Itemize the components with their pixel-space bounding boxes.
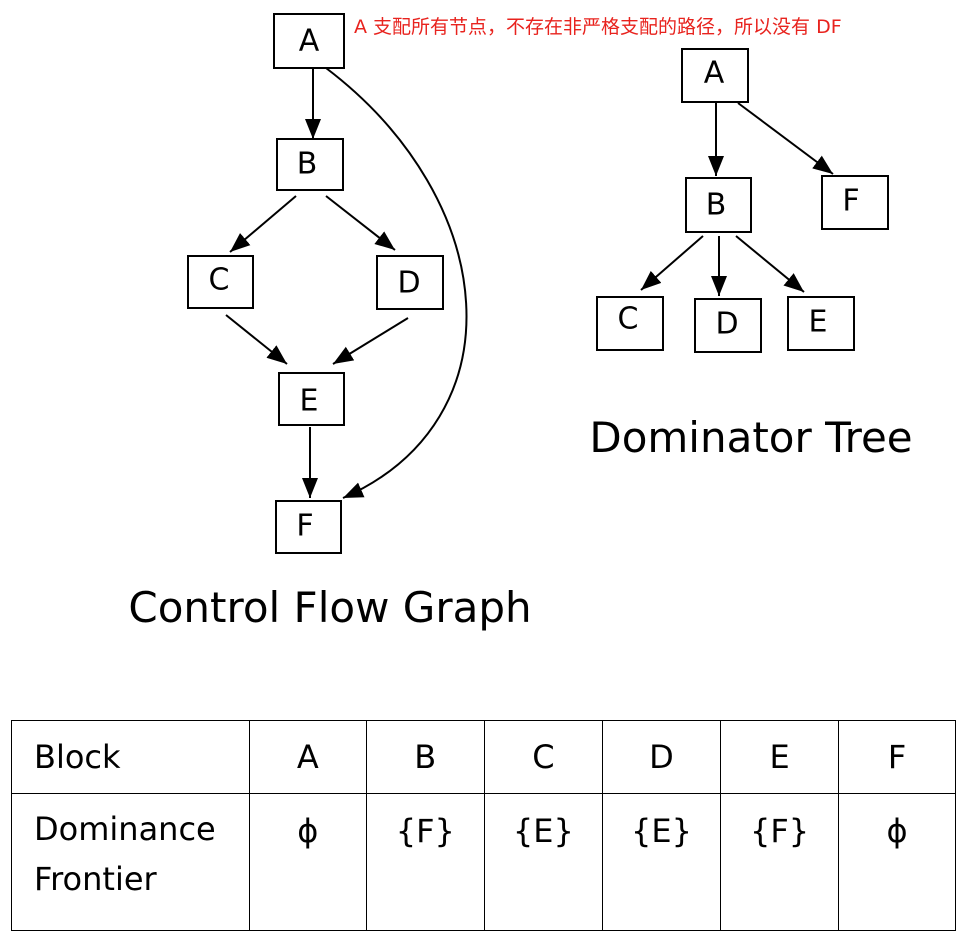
- tree-node-c-label: C: [618, 302, 639, 337]
- cfg-node-c-label: C: [209, 263, 230, 298]
- frontier-cell-e: {F}: [720, 793, 840, 931]
- control-flow-graph: A B C D E F Control Flow Graph: [128, 13, 532, 632]
- block-cell-e: E: [720, 720, 840, 794]
- cfg-node-c: C: [187, 255, 254, 309]
- cfg-node-f-label: F: [296, 509, 313, 544]
- block-cell-d: D: [601, 720, 722, 794]
- cfg-edge-d-e: [332, 317, 409, 365]
- block-cell-f: F: [838, 720, 956, 794]
- cfg-edge-c-e: [225, 314, 288, 365]
- cfg-node-a-label: A: [299, 24, 320, 59]
- cfg-node-d-label: D: [397, 266, 420, 301]
- frontier-row-header-line2: Frontier: [34, 860, 157, 898]
- frontier-cell-a: ϕ: [248, 793, 367, 931]
- cfg-caption: Control Flow Graph: [128, 583, 531, 632]
- tree-node-b: B: [685, 177, 752, 233]
- cfg-node-e: E: [278, 372, 345, 426]
- tree-caption: Dominator Tree: [589, 413, 912, 462]
- block-cell-c: C: [483, 720, 603, 794]
- frontier-cell-b: {F}: [365, 793, 485, 931]
- block-cell-a: A: [248, 720, 367, 794]
- cfg-edge-b-d: [325, 195, 396, 251]
- cfg-node-a: A: [273, 13, 345, 69]
- cfg-node-e-label: E: [300, 384, 319, 419]
- tree-edge-b-c: [640, 235, 704, 291]
- frontier-cell-c: {E}: [483, 793, 603, 931]
- annotation-note: A 支配所有节点，不存在非严格支配的路径，所以没有 DF: [354, 16, 842, 38]
- tree-node-f-label: F: [842, 184, 859, 219]
- cfg-edge-a-f: [325, 67, 468, 499]
- tree-node-c: C: [596, 296, 664, 351]
- frontier-cell-f: ϕ: [838, 793, 956, 931]
- tree-edge-a-f: [737, 102, 834, 175]
- table-row-block: Block A B C D E F: [11, 720, 956, 794]
- dominance-diagram: A 支配所有节点，不存在非严格支配的路径，所以没有 DF A B C D: [128, 13, 913, 632]
- cfg-node-b: B: [276, 138, 344, 191]
- cfg-node-b-label: B: [297, 147, 318, 182]
- cfg-node-f: F: [275, 500, 342, 554]
- tree-node-a-label: A: [704, 56, 725, 91]
- tree-edge-b-e: [735, 235, 805, 293]
- tree-node-b-label: B: [706, 188, 727, 223]
- tree-node-f: F: [821, 175, 889, 230]
- table-row-frontier: Dominance Frontier ϕ {F} {E} {E} {F} ϕ: [11, 793, 956, 931]
- tree-node-d-label: D: [715, 307, 738, 342]
- frontier-cell-d: {E}: [601, 793, 722, 931]
- frontier-row-header: Dominance Frontier: [11, 793, 250, 931]
- cfg-edge-b-c: [229, 195, 297, 253]
- tree-node-d: D: [694, 298, 762, 353]
- tree-node-a: A: [681, 48, 749, 103]
- frontier-row-header-line1: Dominance: [34, 810, 216, 848]
- dominator-tree: A B F C D E Dominator Tree: [589, 48, 913, 462]
- tree-node-e-label: E: [809, 305, 828, 340]
- dominance-frontier-table: Block A B C D E F Dominance Frontier ϕ {…: [11, 720, 956, 931]
- cfg-node-d: D: [376, 255, 444, 310]
- block-row-header: Block: [11, 720, 250, 794]
- block-cell-b: B: [365, 720, 485, 794]
- tree-node-e: E: [787, 296, 855, 351]
